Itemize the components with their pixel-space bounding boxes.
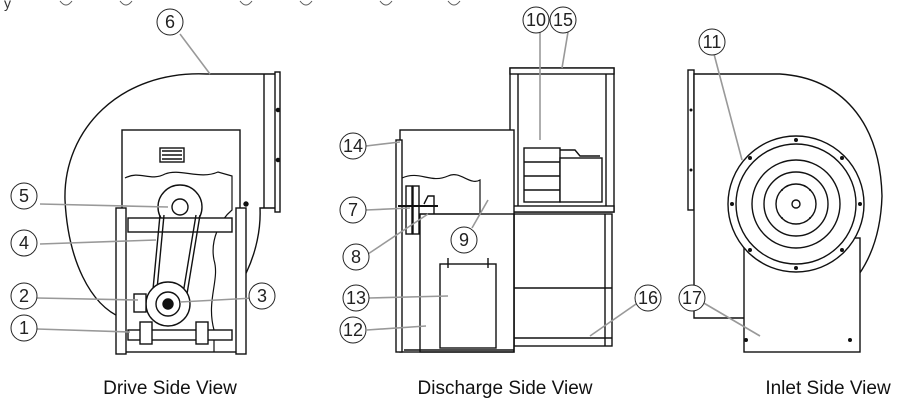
svg-text:14: 14 [343,136,363,156]
callout-1: 1 [10,314,38,342]
callout-3: 3 [248,282,276,310]
callout-13: 13 [342,284,370,312]
callout-7: 7 [339,196,367,224]
header-fragment: y [4,0,11,11]
svg-text:8: 8 [351,247,361,267]
callouts: 6 5 4 3 2 1 14 7 8 9 10 15 13 12 16 11 1… [10,6,726,344]
belt-tensioner [133,293,147,313]
inlet-cone [559,157,603,203]
base-bracket-right [195,321,209,345]
outlet-top-flange [509,67,615,75]
callout-11: 11 [698,28,726,56]
base-bracket-left [139,321,153,345]
view-title-drive: Drive Side View [103,378,237,399]
flange-bolts [689,108,862,342]
outlet-flange [274,71,281,213]
view-title-inlet: Inlet Side View [765,378,891,399]
svg-text:6: 6 [165,12,175,32]
svg-text:4: 4 [19,233,29,253]
callout-6: 6 [156,8,184,36]
left-rail [115,207,127,355]
callout-17: 17 [678,284,706,312]
leader-lines [36,31,761,337]
svg-text:13: 13 [346,288,366,308]
support-frame [513,213,613,347]
callout-15: 15 [549,6,577,34]
discharge-cutaway [401,174,481,215]
svg-text:5: 5 [19,186,29,206]
callout-16: 16 [634,284,662,312]
fan-shaft [171,198,189,216]
outlet-bottom-flange [509,205,615,213]
svg-text:7: 7 [348,200,358,220]
callout-5: 5 [10,182,38,210]
svg-text:3: 3 [257,286,267,306]
pulley-edge [405,185,413,235]
drive-side-view [64,71,281,355]
right-rail [235,207,247,355]
view-title-discharge: Discharge Side View [418,378,593,399]
callout-12: 12 [339,316,367,344]
svg-text:9: 9 [459,230,469,250]
callout-2: 2 [10,282,38,310]
cutaway-edge [124,171,233,352]
svg-text:16: 16 [638,288,658,308]
svg-text:17: 17 [682,288,702,308]
callout-8: 8 [342,243,370,271]
callout-14: 14 [339,132,367,160]
cropped-header-strokes [59,0,461,6]
motor-enclosure [419,213,515,353]
svg-text:11: 11 [703,32,722,52]
callout-4: 4 [10,229,38,257]
guard-flange [395,139,403,353]
svg-text:1: 1 [19,318,29,338]
housing-bolt [243,201,249,207]
motor-base [127,329,233,341]
drive-belts [151,214,201,301]
access-door [439,263,497,349]
svg-text:12: 12 [343,320,363,340]
motor-shaft [162,298,174,310]
inlet-side-view [687,69,883,353]
discharge-side-view [395,67,615,353]
callout-10: 10 [522,6,550,34]
callout-9: 9 [450,226,478,254]
svg-text:2: 2 [19,286,29,306]
bearing [423,195,435,214]
bearing-support [127,217,233,233]
vent-grille [159,147,185,163]
svg-text:15: 15 [553,10,573,30]
fan-wheel-blades [523,147,561,203]
svg-text:10: 10 [526,10,546,30]
hub-center [791,199,801,209]
inlet-outlet-flange [687,69,695,211]
pulley-edge-2 [412,185,420,235]
